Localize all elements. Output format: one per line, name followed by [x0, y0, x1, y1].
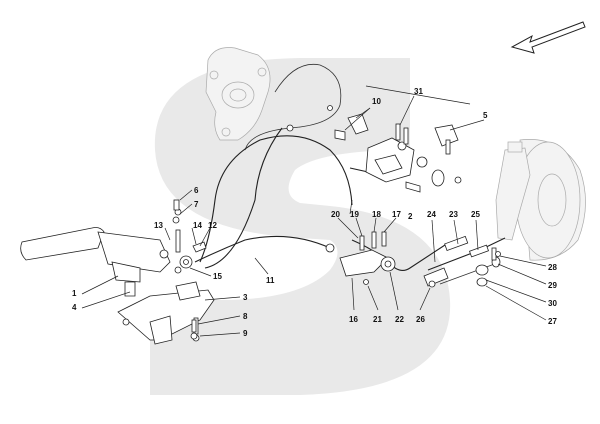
leader-lines [81, 85, 547, 337]
callout-17: 17 [392, 210, 401, 219]
mounting-bracket [117, 281, 215, 345]
small-fasteners-left [172, 199, 207, 274]
callout-4: 4 [72, 303, 77, 312]
adjuster-parts [423, 247, 501, 288]
cable-main-11 [194, 127, 331, 269]
callout-14: 14 [193, 221, 202, 230]
brake-disc-right [495, 139, 586, 261]
callout-28: 28 [548, 263, 557, 272]
callout-16: 16 [349, 315, 358, 324]
callout-26: 26 [416, 315, 425, 324]
callout-22: 22 [395, 315, 404, 324]
callout-25: 25 [471, 210, 480, 219]
watermark-logo-icon [150, 58, 451, 395]
direction-arrow-icon [510, 21, 586, 54]
callout-23: 23 [449, 210, 458, 219]
handbrake-lever [20, 208, 193, 297]
callout-8: 8 [243, 312, 248, 321]
equalizer-bracket [325, 231, 396, 285]
callout-31: 31 [414, 87, 423, 96]
callout-11: 11 [266, 276, 275, 285]
rear-hub-upper [205, 47, 271, 141]
callout-7: 7 [194, 200, 199, 209]
callout-12: 12 [208, 221, 217, 230]
callout-13: 13 [154, 221, 163, 230]
callout-5: 5 [483, 111, 488, 120]
bolts-8-9 [190, 319, 198, 340]
callout-2: 2 [408, 212, 413, 221]
callout-6: 6 [194, 186, 199, 195]
callout-15: 15 [213, 272, 222, 281]
callout-labels: 1 2 3 4 5 6 7 8 9 10 11 12 13 14 15 16 1… [72, 87, 557, 338]
callout-27: 27 [548, 317, 557, 326]
callout-29: 29 [548, 281, 557, 290]
cable-upper-loop [244, 63, 342, 151]
callout-1: 1 [72, 289, 77, 298]
callout-24: 24 [427, 210, 436, 219]
callout-30: 30 [548, 299, 557, 308]
callout-20: 20 [331, 210, 340, 219]
callout-18: 18 [372, 210, 381, 219]
caliper-assembly [334, 113, 462, 193]
callout-9: 9 [243, 329, 248, 338]
callout-19: 19 [350, 210, 359, 219]
callout-21: 21 [373, 315, 382, 324]
callout-10: 10 [372, 97, 381, 106]
cable-right [427, 235, 506, 285]
callout-3: 3 [243, 293, 248, 302]
